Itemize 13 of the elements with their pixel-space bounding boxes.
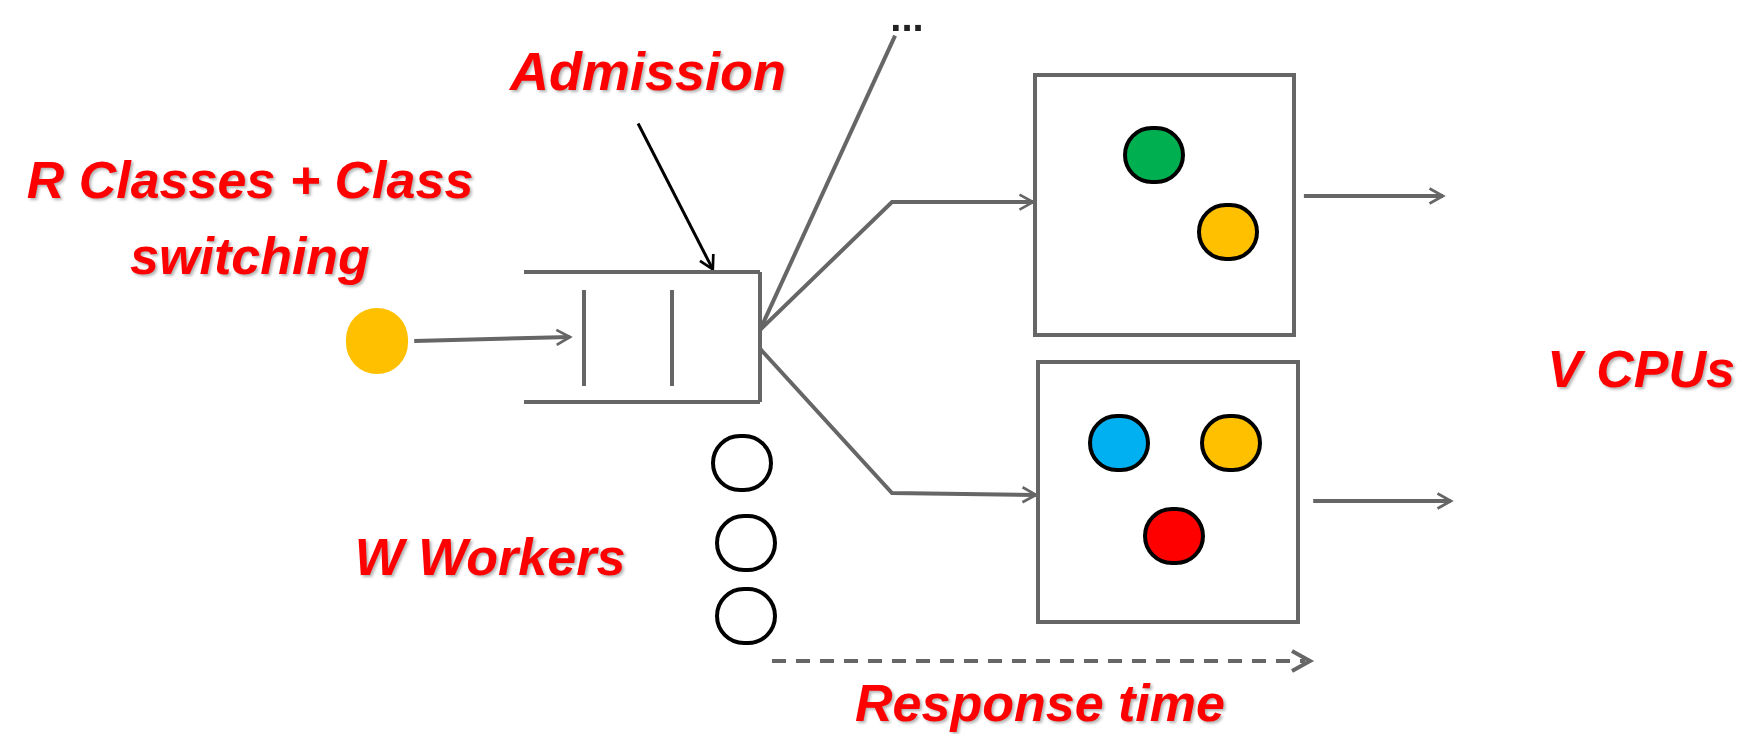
- arrow: [414, 328, 572, 347]
- cpus-label: V CPUs: [1547, 339, 1735, 400]
- leader-arrow: [636, 122, 715, 271]
- cpu-box: [1033, 73, 1296, 337]
- arrow: [1303, 187, 1445, 205]
- workers-label: W Workers: [353, 527, 627, 588]
- class-label: R Classes + Class switching: [25, 150, 475, 287]
- ellipsis-text: ...: [890, 0, 924, 37]
- queue-drawing: [524, 272, 760, 402]
- arrow: [1313, 492, 1453, 510]
- admission-label: Admission: [509, 39, 786, 103]
- response-time-label: Response time: [854, 673, 1226, 734]
- cpu-box: [1036, 360, 1300, 624]
